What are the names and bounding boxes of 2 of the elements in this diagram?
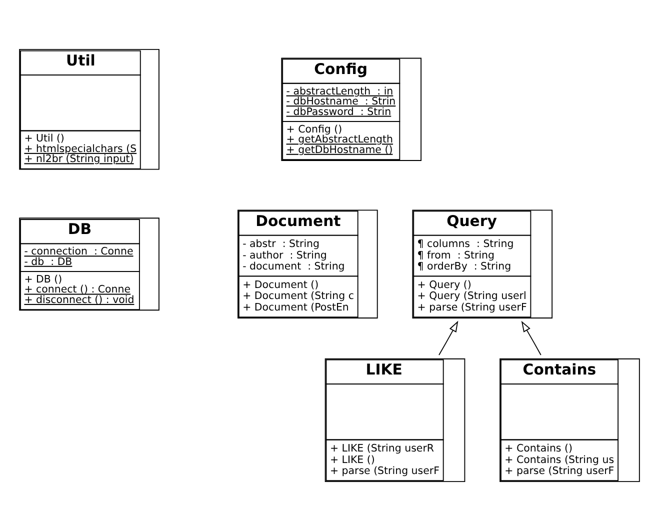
arrow [438,320,458,355]
arrow [521,320,542,355]
